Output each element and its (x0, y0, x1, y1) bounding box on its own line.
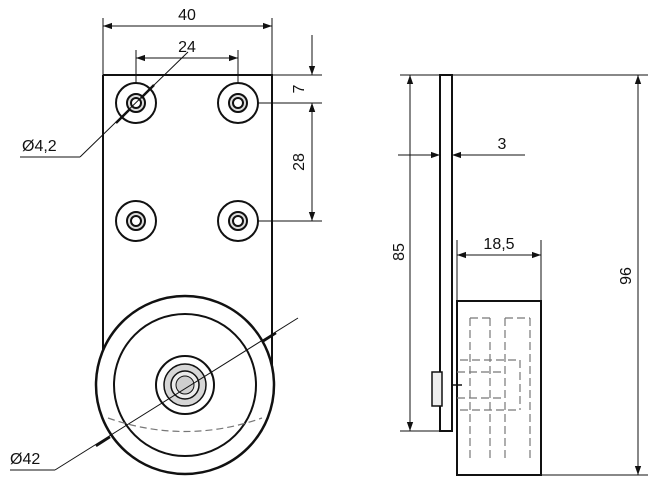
dim-width-40 (102, 18, 273, 75)
axle-side (431, 371, 443, 407)
label-plate-height-85: 85 (391, 243, 408, 261)
label-plate-thickness-3: 3 (498, 136, 507, 153)
mounting-hole-top-right (217, 82, 259, 124)
label-overall-height-96: 96 (618, 267, 635, 285)
mounting-hole-bottom-right (217, 200, 259, 242)
dim-wheel-diameter-leader (10, 317, 299, 471)
front-view (10, 18, 322, 476)
label-width-40: 40 (178, 7, 196, 24)
hidden-lines (457, 317, 531, 458)
dim-hole-diameter-leader (20, 51, 189, 158)
side-view (398, 74, 648, 476)
dim-overall-height-96 (452, 74, 648, 476)
wheel-front (94, 294, 276, 476)
label-wheel-width-18-5: 18,5 (483, 236, 514, 253)
label-top-offset-7: 7 (291, 84, 308, 93)
dim-hole-spacing-24 (135, 50, 239, 83)
dim-vertical-spacing-28 (258, 103, 322, 222)
label-wheel-diameter: Ø42 (10, 451, 40, 468)
label-hole-diameter: Ø4,2 (22, 138, 57, 155)
plate-side (439, 74, 453, 432)
dim-plate-height-85 (400, 74, 440, 432)
mounting-hole-bottom-left (115, 200, 157, 242)
label-hole-spacing-24: 24 (178, 39, 196, 56)
wheel-side (456, 300, 542, 476)
dim-wheel-width-18-5 (456, 240, 542, 301)
label-vertical-spacing-28: 28 (291, 153, 308, 171)
